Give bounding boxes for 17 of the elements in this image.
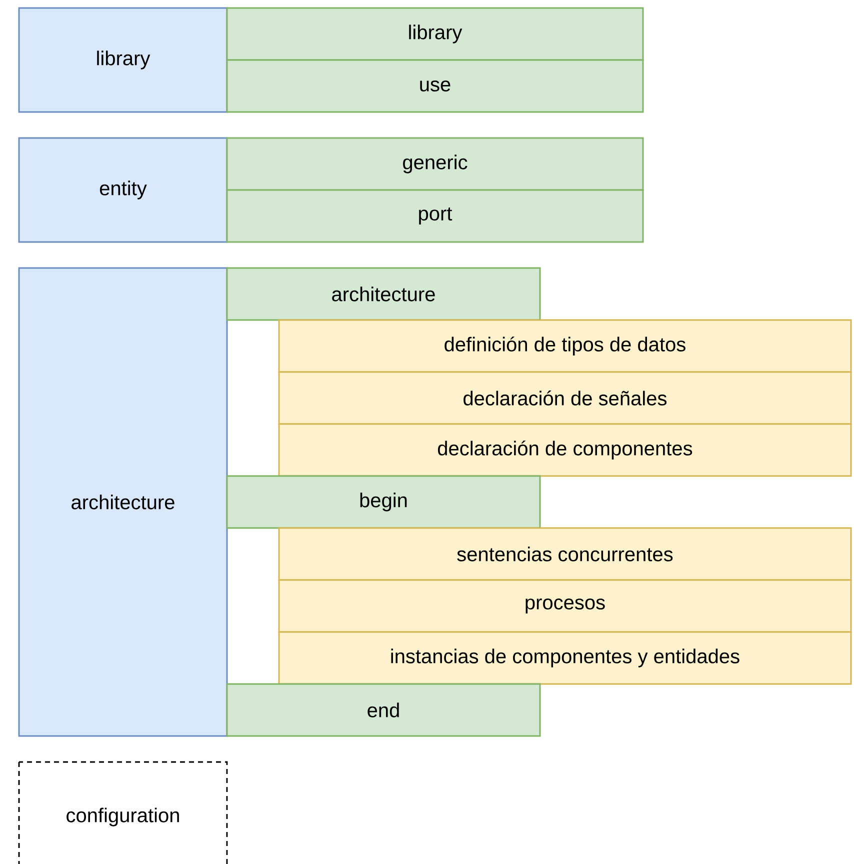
section-box: entity <box>18 137 228 243</box>
declaration-box: instancias de componentes y entidades <box>278 631 852 685</box>
keyword-box: begin <box>226 475 541 529</box>
declaration-box: declaración de señales <box>278 371 852 425</box>
keyword-box: use <box>226 59 644 113</box>
declaration-box: declaración de componentes <box>278 423 852 477</box>
keyword-box: port <box>226 189 644 243</box>
declaration-box: sentencias concurrentes <box>278 527 852 581</box>
keyword-box: library <box>226 7 644 61</box>
dashed-box: configuration <box>18 761 228 864</box>
section-box: library <box>18 7 228 113</box>
declaration-box: procesos <box>278 579 852 633</box>
keyword-box: generic <box>226 137 644 191</box>
keyword-box: end <box>226 683 541 737</box>
declaration-box: definición de tipos de datos <box>278 319 852 373</box>
section-box: architecture <box>18 267 228 737</box>
keyword-box: architecture <box>226 267 541 321</box>
